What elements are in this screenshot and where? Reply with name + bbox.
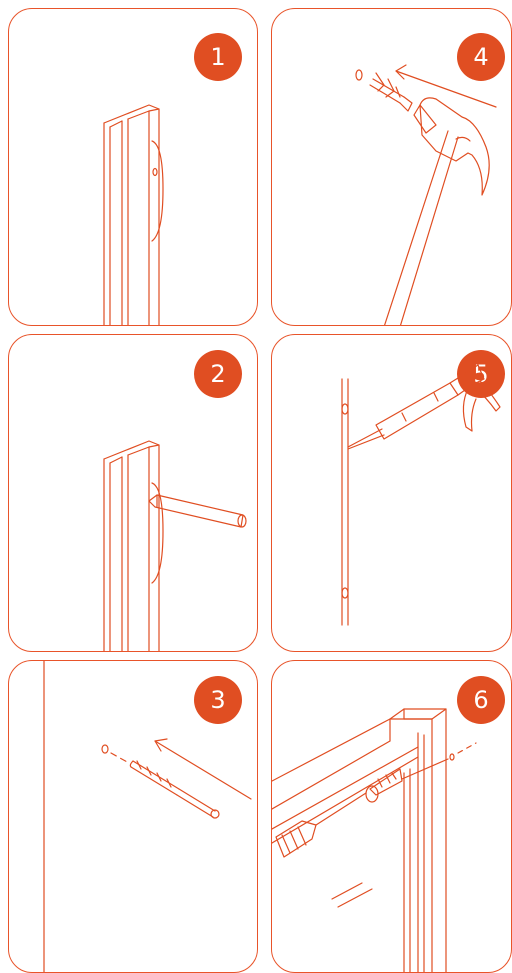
step-6-badge: 6 <box>457 676 505 724</box>
step-6-panel: 6 <box>271 660 512 973</box>
wall-profile-illustration <box>103 104 164 325</box>
step-1-badge: 1 <box>194 33 242 81</box>
step-3-badge: 3 <box>194 676 242 724</box>
step-5-panel: 5 <box>271 334 512 652</box>
pencil-marking-illustration <box>103 440 247 651</box>
step-4-panel: 4 <box>271 8 512 326</box>
step-1-panel: 1 <box>8 8 258 326</box>
hammer-plug-illustration <box>355 64 497 325</box>
step-3-panel: 3 <box>8 660 258 973</box>
sealant-gun-illustration <box>341 364 501 626</box>
step-2-badge: 2 <box>194 350 242 398</box>
step-4-badge: 4 <box>457 33 505 81</box>
drilling-illustration <box>43 661 252 972</box>
screwing-frame-illustration <box>272 708 477 972</box>
step-2-panel: 2 <box>8 334 258 652</box>
